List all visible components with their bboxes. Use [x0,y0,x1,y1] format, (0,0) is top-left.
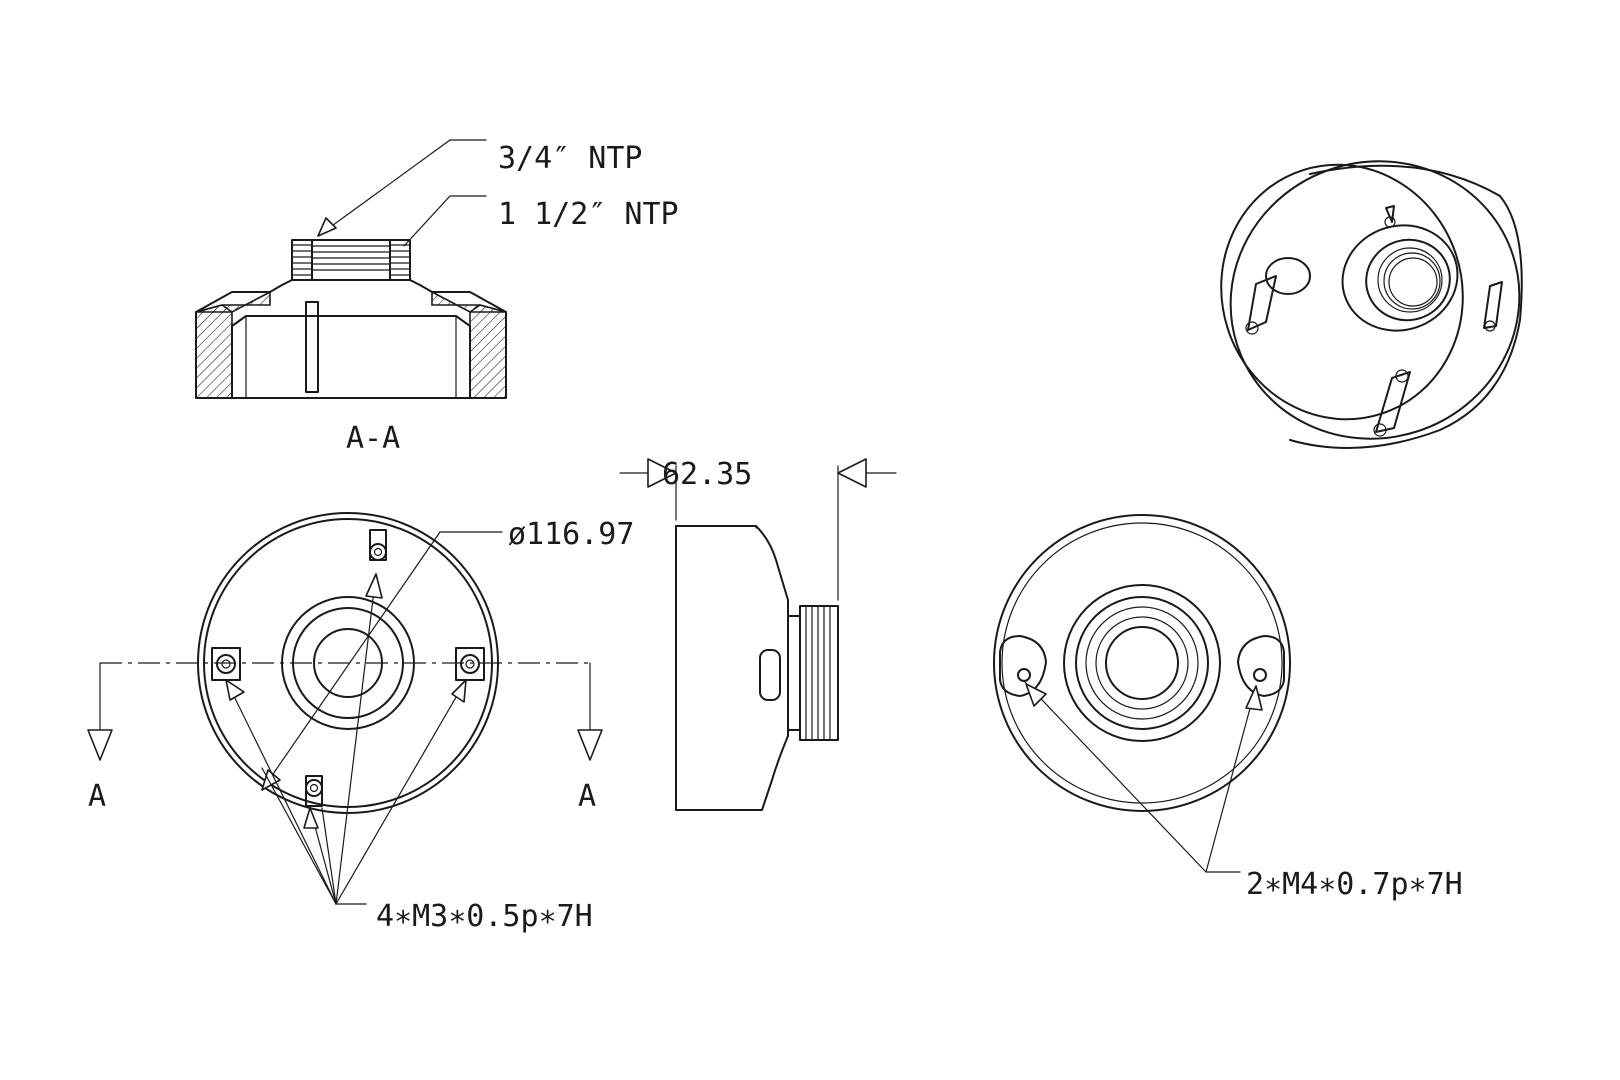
label-holes-back: 2∗M4∗0.7p∗7H [1246,867,1463,902]
section-right-shoulder [431,290,507,313]
section-left-shoulder [195,290,271,313]
label-thread-small: 3/4″ NTP [498,141,643,176]
front-view [87,512,603,905]
side-body-outline [675,525,789,811]
section-body-outline [195,279,507,399]
iso-post-left [1245,257,1311,335]
iso-bore [1377,247,1443,313]
iso-post-top [1384,205,1396,228]
label-height-dim: 62.35 [662,457,752,492]
iso-thread-rings [1383,252,1441,310]
back-lug-left [999,635,1047,697]
iso-post-bottom [1373,369,1411,437]
label-section-mark-right: A [578,779,596,814]
back-lug-right [1237,635,1285,697]
back-view [993,514,1291,873]
side-thread-lines [805,605,831,741]
leader-thread-large [403,195,487,247]
back-rim-circle [1001,522,1283,804]
label-holes-front: 4∗M3∗0.5p∗7H [376,899,593,934]
back-bore [1105,626,1179,700]
iso-boss-inner [1365,238,1451,322]
label-thread-large: 1 1/2″ NTP [498,197,679,232]
section-left-wall [195,304,233,399]
iso-inner-wall [1220,163,1464,421]
side-slot [759,649,781,701]
dim-arrow-right [837,458,867,488]
section-view-a-a [195,139,507,399]
back-boss-2 [1075,596,1209,730]
label-section-mark-left: A [88,779,106,814]
isometric-view [1220,160,1523,449]
front-screw-boss-left [211,647,241,681]
section-arrow-left [87,729,113,761]
section-inner-cavity [231,315,471,399]
back-boss-4 [1095,616,1189,710]
section-thread-lines [291,244,411,276]
leader-thread-small [317,139,487,237]
section-thread-bore [311,239,391,281]
label-diameter: ø116.97 [508,517,634,552]
iso-outer-rim [1229,160,1521,440]
side-view [619,458,897,811]
side-thread-collar [787,615,801,731]
back-boss-3 [1085,606,1199,720]
front-screw-boss-bottom [305,775,323,807]
iso-post-right [1483,281,1503,332]
section-arrow-right [577,729,603,761]
leader-holes-front [225,573,467,905]
leader-holes-back [1023,680,1263,873]
leader-diameter [261,531,503,791]
iso-boss-outer [1341,224,1459,332]
section-inner-pin [305,301,319,393]
front-screw-boss-right [455,647,485,681]
dim-arrow-left [647,458,677,488]
iso-side-band [1289,164,1523,449]
label-section-title: A-A [346,421,400,456]
back-boss-1 [1063,584,1221,742]
front-screw-boss-top [369,529,387,561]
section-right-wall [469,304,507,399]
back-outer-circle [993,514,1291,812]
